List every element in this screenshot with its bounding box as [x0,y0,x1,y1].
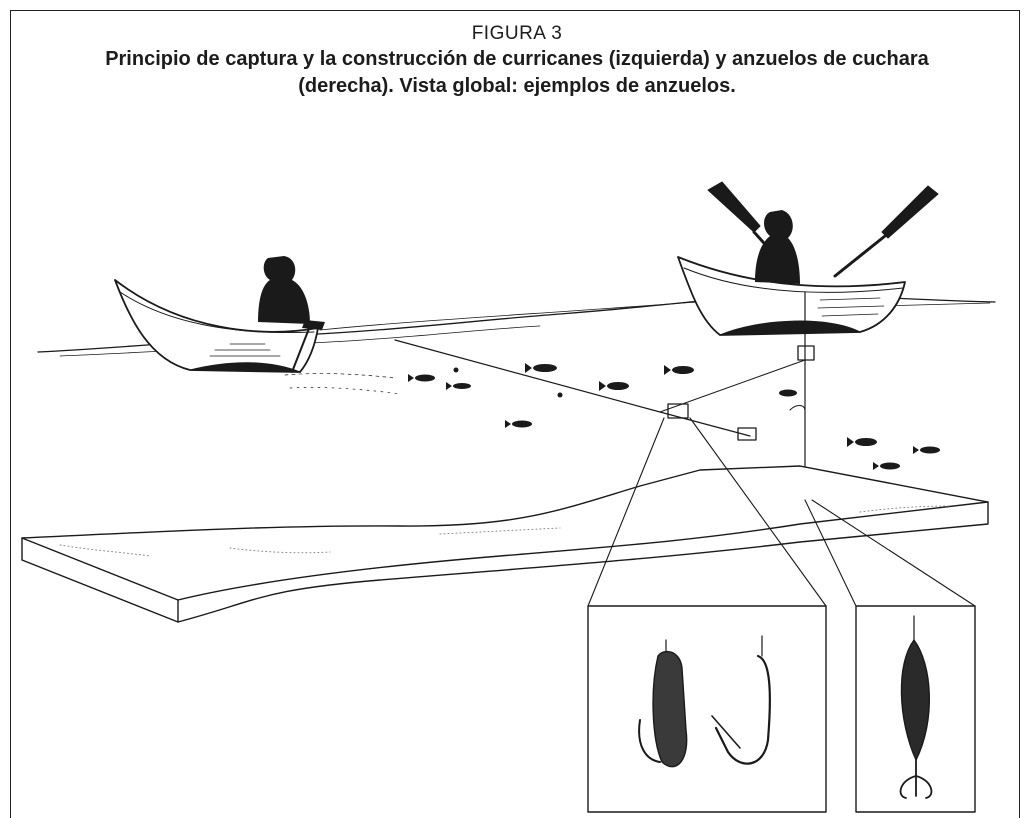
title-normal-part-1: (izquierda) y anzuelos de cuchara [603,48,929,70]
left-boat [114,279,319,373]
right-fisherman [755,210,800,284]
left-rod [291,325,311,373]
title-normal-part-2: (derecha) [298,75,389,97]
figure-label: FIGURA 3 [471,23,563,44]
figure-frame [10,10,1020,818]
zoom-projections [587,417,976,607]
left-fisherman [258,256,325,330]
trolling-line [394,339,806,441]
title-bold-part-2: . Vista global: ejemplos de anzuelos. [388,75,736,97]
title-bold-part-1: Principio de captura y la construcción d… [105,48,604,70]
oars [707,181,939,278]
figure-caption: FIGURA 3 Principio de captura y la const… [0,22,1034,100]
inset-left-hooks [587,605,827,813]
inset-right-spoon [855,605,976,813]
figure-title: Principio de captura y la construcción d… [0,46,1034,100]
seabed [21,465,989,623]
